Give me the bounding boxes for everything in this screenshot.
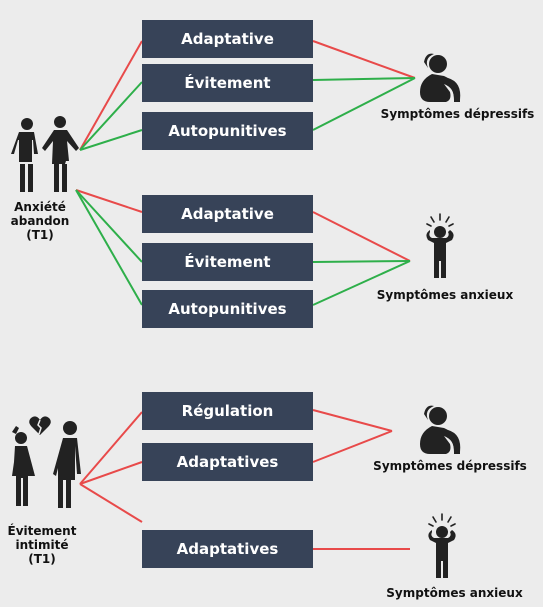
link-line [75,189,143,306]
mediator-box: Autopunitives [142,112,313,150]
link-line [312,40,416,79]
anxious-person-icon [428,513,456,578]
source-label-line: Anxiété [14,200,66,214]
outcome-label: Symptômes anxieux [376,288,514,302]
mediator-box: Évitement [142,243,313,281]
couple-consoling-icon [11,116,79,192]
mediator-box: Adaptatives [142,443,313,481]
link-line [312,430,393,463]
outcome-label: Symptômes dépressifs [380,107,535,121]
source-label-line: (T1) [28,552,56,566]
depressed-person-icon [420,53,461,102]
source-label-line: (T1) [26,228,54,242]
link-line [79,483,143,523]
link-line [312,260,411,306]
link-line [312,77,416,81]
mediator-box: Autopunitives [142,290,313,328]
link-line [79,129,143,151]
mediator-box: Évitement [142,64,313,102]
link-line [79,81,143,151]
link-line [79,411,143,485]
depressed-person-icon [420,405,461,454]
link-line [312,409,393,432]
mediator-box: Adaptative [142,20,313,58]
link-line [75,189,143,213]
link-line [79,40,143,151]
mediator-box: Adaptatives [142,530,313,568]
link-line [312,211,411,262]
heartbroken-couple-icon [12,416,81,508]
outcome-label: Symptômes dépressifs [373,459,527,473]
source-label-line: intimité [15,538,69,552]
link-line [312,260,411,263]
mediator-box: Adaptative [142,195,313,233]
outcome-label: Symptômes anxieux [386,586,523,600]
link-line [79,461,143,485]
link-line [75,189,143,263]
mediator-box: Régulation [142,392,313,430]
anxious-person-icon [426,213,454,278]
source-label-line: Évitement [7,524,77,538]
link-line [312,77,416,131]
source-label-line: abandon [10,214,70,228]
